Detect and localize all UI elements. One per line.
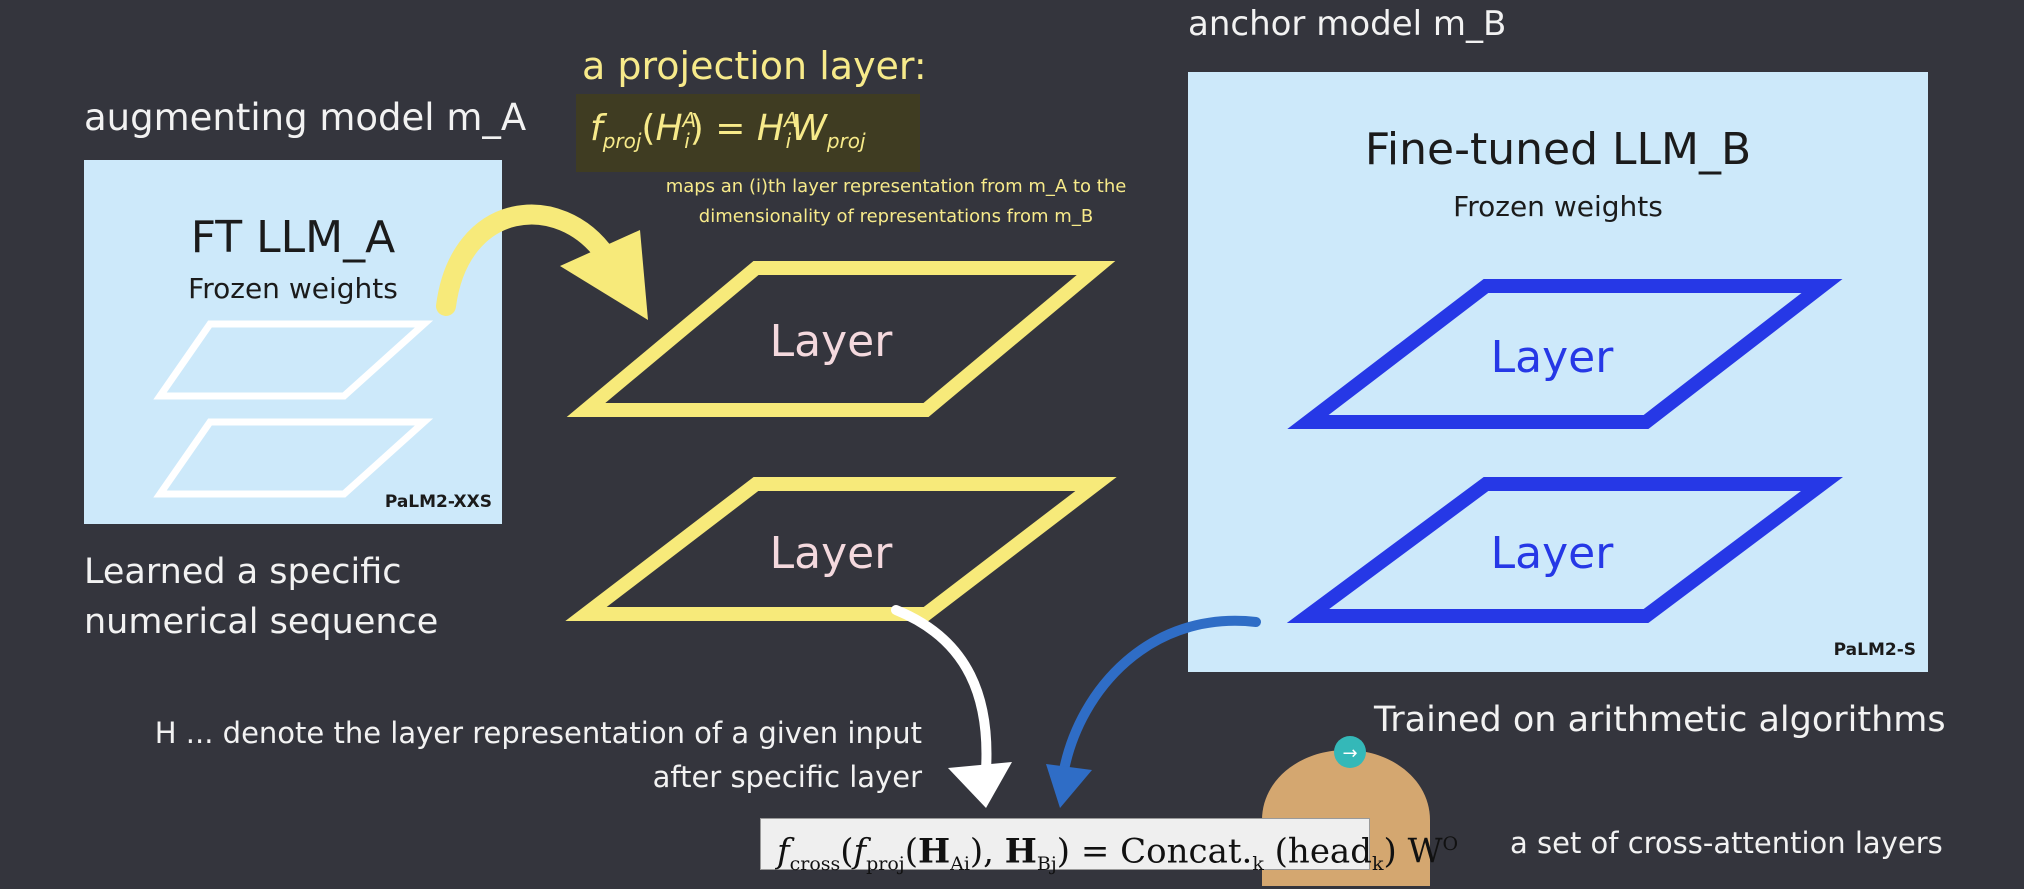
- cross-attention-label: a set of cross-attention layers: [1510, 826, 1943, 860]
- white-curved-arrow: [891, 605, 992, 775]
- projection-layer-bottom-label: Layer: [769, 528, 893, 579]
- augmenting-model-subtitle: Frozen weights: [188, 272, 398, 305]
- anchor-model-title: Fine-tuned LLM_B: [1364, 124, 1752, 175]
- projection-layer-top-label: Layer: [769, 316, 893, 367]
- projection-formula-box: fproj(HAi) = HAiWproj: [576, 94, 920, 172]
- anchor-layer-top-label: Layer: [1490, 332, 1614, 383]
- anchor-note: Trained on arithmetic algorithms: [1374, 700, 1946, 740]
- projection-caption-line2: dimensionality of representations from m…: [698, 206, 1094, 227]
- svg-text:→: →: [1342, 743, 1357, 764]
- anchor-layer-top: [1287, 279, 1843, 429]
- projection-formula: fproj(HAi) = HAiWproj: [590, 108, 866, 154]
- augmenting-model-title: FT LLM_A: [190, 212, 396, 263]
- white-arrowhead: [948, 762, 1012, 808]
- augmenting-note-line2: numerical sequence: [84, 602, 439, 642]
- blue-curved-arrow: [1059, 615, 1261, 775]
- anchor-model-heading: anchor model m_B: [1188, 4, 1507, 44]
- projection-layer-top: [566, 261, 1116, 417]
- blue-arrowhead: [1046, 764, 1092, 808]
- cross-attention-formula: fcross(fproj(HAi), HBj) = Concat.k (head…: [760, 818, 1458, 875]
- augmenting-layer-bottom: [153, 418, 434, 498]
- augmenting-note-line1: Learned a specific: [84, 552, 402, 592]
- anchor-layer-bottom: [1286, 477, 1843, 623]
- yellow-arrowhead: [560, 230, 648, 320]
- augmenting-model-heading: augmenting model m_A: [84, 96, 527, 139]
- projection-layer-bottom: [565, 477, 1117, 621]
- cursor-icon: [1334, 736, 1366, 768]
- h-note-line1: H ... denote the layer representation of…: [154, 716, 922, 750]
- anchor-model-badge: PaLM2-S: [1833, 640, 1916, 660]
- augmenting-model-panel: FT LLM_A Frozen weights PaLM2-XXS: [84, 160, 502, 524]
- projection-heading: a projection layer:: [582, 44, 927, 88]
- anchor-model-panel: Fine-tuned LLM_B Frozen weights PaLM2-S: [1188, 72, 1928, 672]
- projection-caption-line1: maps an (i)th layer representation from …: [665, 176, 1127, 197]
- yellow-curved-arrow: [436, 204, 616, 316]
- augmenting-layer-top: [153, 320, 434, 400]
- anchor-layer-bottom-label: Layer: [1490, 528, 1614, 579]
- h-note-line2: after specific layer: [652, 760, 922, 794]
- augmenting-model-badge: PaLM2-XXS: [384, 492, 492, 512]
- anchor-model-subtitle: Frozen weights: [1453, 190, 1663, 223]
